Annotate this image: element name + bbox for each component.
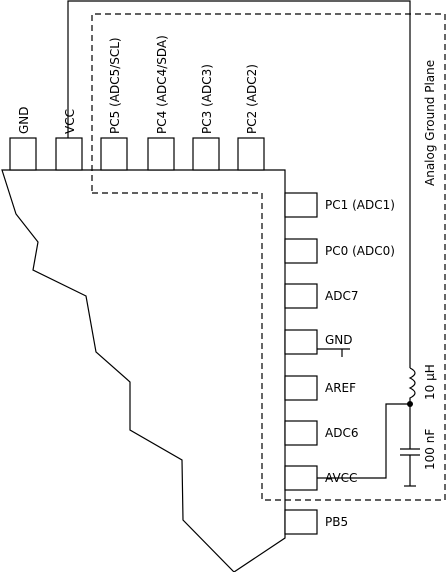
- pad-pc0: [284, 238, 318, 264]
- pin-label-pb5: PB5: [325, 515, 348, 529]
- pin-label-pc3: PC3 (ADC3): [200, 64, 214, 134]
- avcc-trace: [317, 403, 410, 479]
- pad-pb5: [284, 509, 318, 535]
- pin-label-adc6: ADC6: [325, 426, 358, 440]
- pad-pc1: [284, 192, 318, 218]
- pad-pc5: [100, 137, 128, 171]
- pin-label-pc0: PC0 (ADC0): [325, 244, 395, 258]
- pad-adc7: [284, 283, 318, 309]
- pad-pc2: [237, 137, 265, 171]
- pin-label-pc2: PC2 (ADC2): [245, 64, 259, 134]
- pad-pc3: [192, 137, 220, 171]
- analog-ground-plane-label: Analog Ground Plane: [423, 60, 437, 186]
- pin-label-pc1: PC1 (ADC1): [325, 198, 395, 212]
- inductor-symbol: [408, 367, 416, 404]
- pad-avcc: [284, 465, 318, 491]
- analog-ground-plane-boundary: [91, 13, 446, 501]
- pad-pc4: [147, 137, 175, 171]
- pad-adc6: [284, 420, 318, 446]
- capacitor-label: 100 nF: [423, 429, 437, 470]
- capacitor-symbol: [400, 404, 420, 487]
- pin-label-gnd: GND: [17, 106, 31, 134]
- inductor-label: 10 µH: [423, 364, 437, 400]
- pad-aref: [284, 375, 318, 401]
- pin-label-gnd2: GND: [325, 333, 353, 347]
- pad-vcc: [55, 137, 83, 171]
- pad-gnd: [9, 137, 37, 171]
- pin-label-adc7: ADC7: [325, 289, 358, 303]
- pin-label-aref: AREF: [325, 381, 356, 395]
- pin-label-vcc: VCC: [63, 109, 77, 134]
- vcc-trace: [67, 0, 411, 368]
- pin-label-pc5: PC5 (ADC5/SCL): [108, 37, 122, 134]
- pad-gnd2: [284, 329, 318, 355]
- ground-symbol: [317, 348, 350, 357]
- pin-label-pc4: PC4 (ADC4/SDA): [155, 35, 169, 134]
- chip-outline: [1, 169, 286, 572]
